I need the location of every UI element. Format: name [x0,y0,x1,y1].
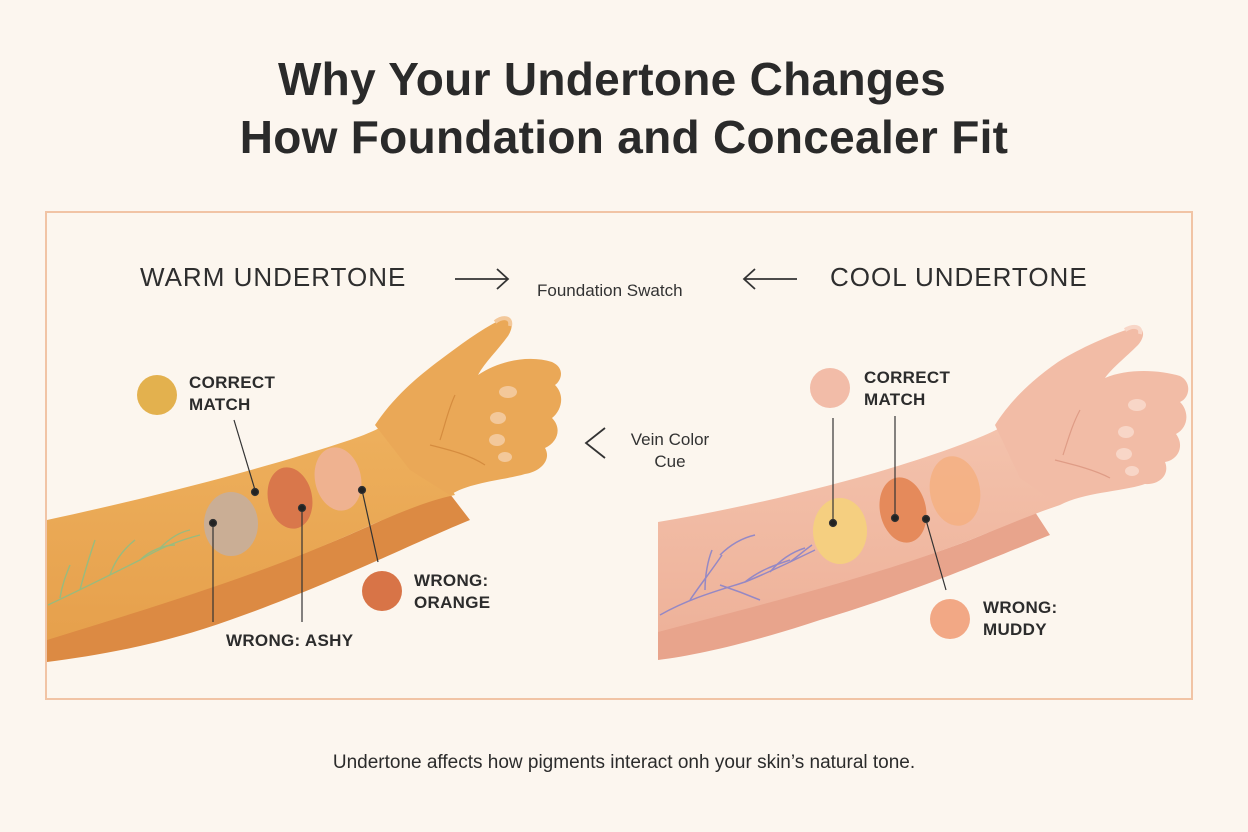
cool-leader-lines [828,416,947,591]
label-line: MATCH [864,390,926,409]
label-line: CORRECT [189,373,276,392]
title-line-1: Why Your Undertone Changes [277,53,947,105]
cool-wrong-muddy-label: WRONG: MUDDY [983,597,1058,641]
warm-undertone-heading: WARM UNDERTONE [140,262,407,292]
swatch-pink [314,447,362,511]
label-line: MATCH [189,395,251,414]
warm-wrong-orange-label: WRONG: ORANGE [414,570,490,614]
warm-leader-lines [208,419,379,622]
label-line: MUDDY [983,620,1047,639]
vein-cue-line-2: Cue [654,452,686,471]
cool-correct-match-label: CORRECT MATCH [864,367,950,411]
page-title: Why Your Undertone Changes How Foundatio… [0,50,1248,166]
cool-undertone-heading: COOL UNDERTONE [830,262,1088,292]
footer-caption: Undertone affects how pigments interact … [332,752,916,773]
warm-correct-match-label: CORRECT MATCH [189,372,275,416]
vein-cue-line-1: Vein Color [630,430,710,449]
label-line: WRONG: [983,598,1058,617]
warm-orange-swatch [362,571,402,611]
label-line: ORANGE [414,593,491,612]
chevron-left-icon [584,427,606,459]
cool-muddy-swatch [930,599,970,639]
swatch-orange-cool [879,477,927,543]
swatch-yellow [813,498,867,564]
foundation-swatch-label: Foundation Swatch [537,281,683,300]
cool-correct-swatch [810,368,850,408]
arrow-right-icon [455,268,510,290]
swatch-ashy [204,492,258,556]
label-line: WRONG: [414,571,489,590]
title-line-2: How Foundation and Concealer Fit [239,111,1009,163]
swatch-orange [267,467,313,529]
warm-wrong-ashy-label: WRONG: ASHY [226,631,354,650]
label-line: CORRECT [864,368,951,387]
warm-correct-swatch [137,375,177,415]
vein-color-cue-label: Vein Color Cue [622,429,718,473]
swatch-peach [929,456,981,526]
arrow-left-icon [742,268,797,290]
